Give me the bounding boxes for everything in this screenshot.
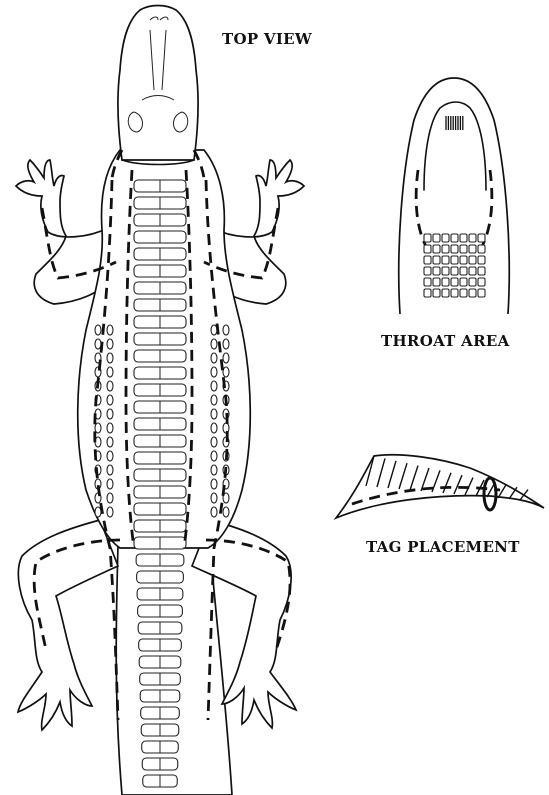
side-scale bbox=[95, 325, 101, 335]
throat-scale bbox=[433, 278, 440, 286]
side-scale bbox=[211, 493, 217, 503]
throat-scale bbox=[442, 278, 449, 286]
side-scale bbox=[211, 437, 217, 447]
throat-scale bbox=[469, 278, 476, 286]
side-scale bbox=[211, 353, 217, 363]
side-scale bbox=[211, 339, 217, 349]
throat-scale bbox=[424, 256, 431, 264]
throat-scale bbox=[460, 245, 467, 253]
throat-scale bbox=[478, 267, 485, 275]
side-scale bbox=[223, 339, 229, 349]
side-scale bbox=[95, 339, 101, 349]
throat-scale bbox=[469, 256, 476, 264]
tail-side-outline bbox=[336, 455, 544, 518]
throat-scale bbox=[442, 234, 449, 242]
throat-scale bbox=[478, 278, 485, 286]
side-scale bbox=[107, 395, 113, 405]
throat-scale bbox=[424, 234, 431, 242]
side-scale bbox=[107, 339, 113, 349]
throat-scale bbox=[433, 234, 440, 242]
throat-scale bbox=[424, 245, 431, 253]
throat-scale bbox=[442, 245, 449, 253]
throat-scale bbox=[451, 289, 458, 297]
throat-scale bbox=[424, 267, 431, 275]
throat-scale bbox=[478, 256, 485, 264]
throat-scale bbox=[451, 256, 458, 264]
throat-scale bbox=[451, 267, 458, 275]
side-scale bbox=[211, 395, 217, 405]
throat-scale bbox=[451, 278, 458, 286]
throat-scale bbox=[460, 278, 467, 286]
side-scale bbox=[223, 353, 229, 363]
tag-placement-diagram bbox=[336, 455, 544, 518]
throat-scale bbox=[442, 289, 449, 297]
label-tag-placement: TAG PLACEMENT bbox=[366, 538, 520, 556]
throat-scale bbox=[469, 267, 476, 275]
side-scale bbox=[107, 465, 113, 475]
throat-scale bbox=[460, 234, 467, 242]
side-scale bbox=[95, 507, 101, 517]
throat-scale bbox=[442, 267, 449, 275]
throat-scale bbox=[433, 289, 440, 297]
side-scale bbox=[107, 493, 113, 503]
side-scale bbox=[107, 507, 113, 517]
side-scale bbox=[223, 367, 229, 377]
throat-scale bbox=[469, 245, 476, 253]
side-scale bbox=[211, 409, 217, 419]
side-scale bbox=[107, 409, 113, 419]
throat-scale bbox=[469, 289, 476, 297]
side-scale bbox=[211, 451, 217, 461]
throat-scale bbox=[424, 289, 431, 297]
throat-scale bbox=[460, 256, 467, 264]
rear-left-leg bbox=[18, 520, 118, 730]
side-scale bbox=[107, 437, 113, 447]
throat-scale bbox=[460, 267, 467, 275]
side-scale bbox=[107, 325, 113, 335]
throat-scale bbox=[451, 234, 458, 242]
throat-scale bbox=[469, 234, 476, 242]
label-throat-area: THROAT AREA bbox=[381, 332, 510, 350]
side-scale bbox=[211, 465, 217, 475]
throat-scale bbox=[478, 234, 485, 242]
side-scale bbox=[211, 507, 217, 517]
side-scale bbox=[211, 423, 217, 433]
head-outline bbox=[118, 6, 198, 161]
throat-scale bbox=[460, 289, 467, 297]
side-scale bbox=[107, 381, 113, 391]
side-scale bbox=[211, 479, 217, 489]
throat-scale bbox=[478, 289, 485, 297]
throat-scale bbox=[433, 256, 440, 264]
side-scale bbox=[107, 479, 113, 489]
side-scale bbox=[107, 423, 113, 433]
throat-area-diagram bbox=[399, 78, 509, 314]
side-scale bbox=[211, 367, 217, 377]
throat-scale bbox=[424, 278, 431, 286]
throat-scale bbox=[478, 245, 485, 253]
side-scale bbox=[107, 367, 113, 377]
alligator-top-view bbox=[16, 6, 304, 795]
side-scale bbox=[107, 353, 113, 363]
side-scale bbox=[223, 325, 229, 335]
side-scale bbox=[107, 451, 113, 461]
throat-scale bbox=[433, 267, 440, 275]
side-scale bbox=[223, 507, 229, 517]
side-scale bbox=[211, 381, 217, 391]
throat-scale bbox=[442, 256, 449, 264]
throat-scale bbox=[433, 245, 440, 253]
label-top-view: TOP VIEW bbox=[222, 30, 312, 48]
throat-scale bbox=[451, 245, 458, 253]
